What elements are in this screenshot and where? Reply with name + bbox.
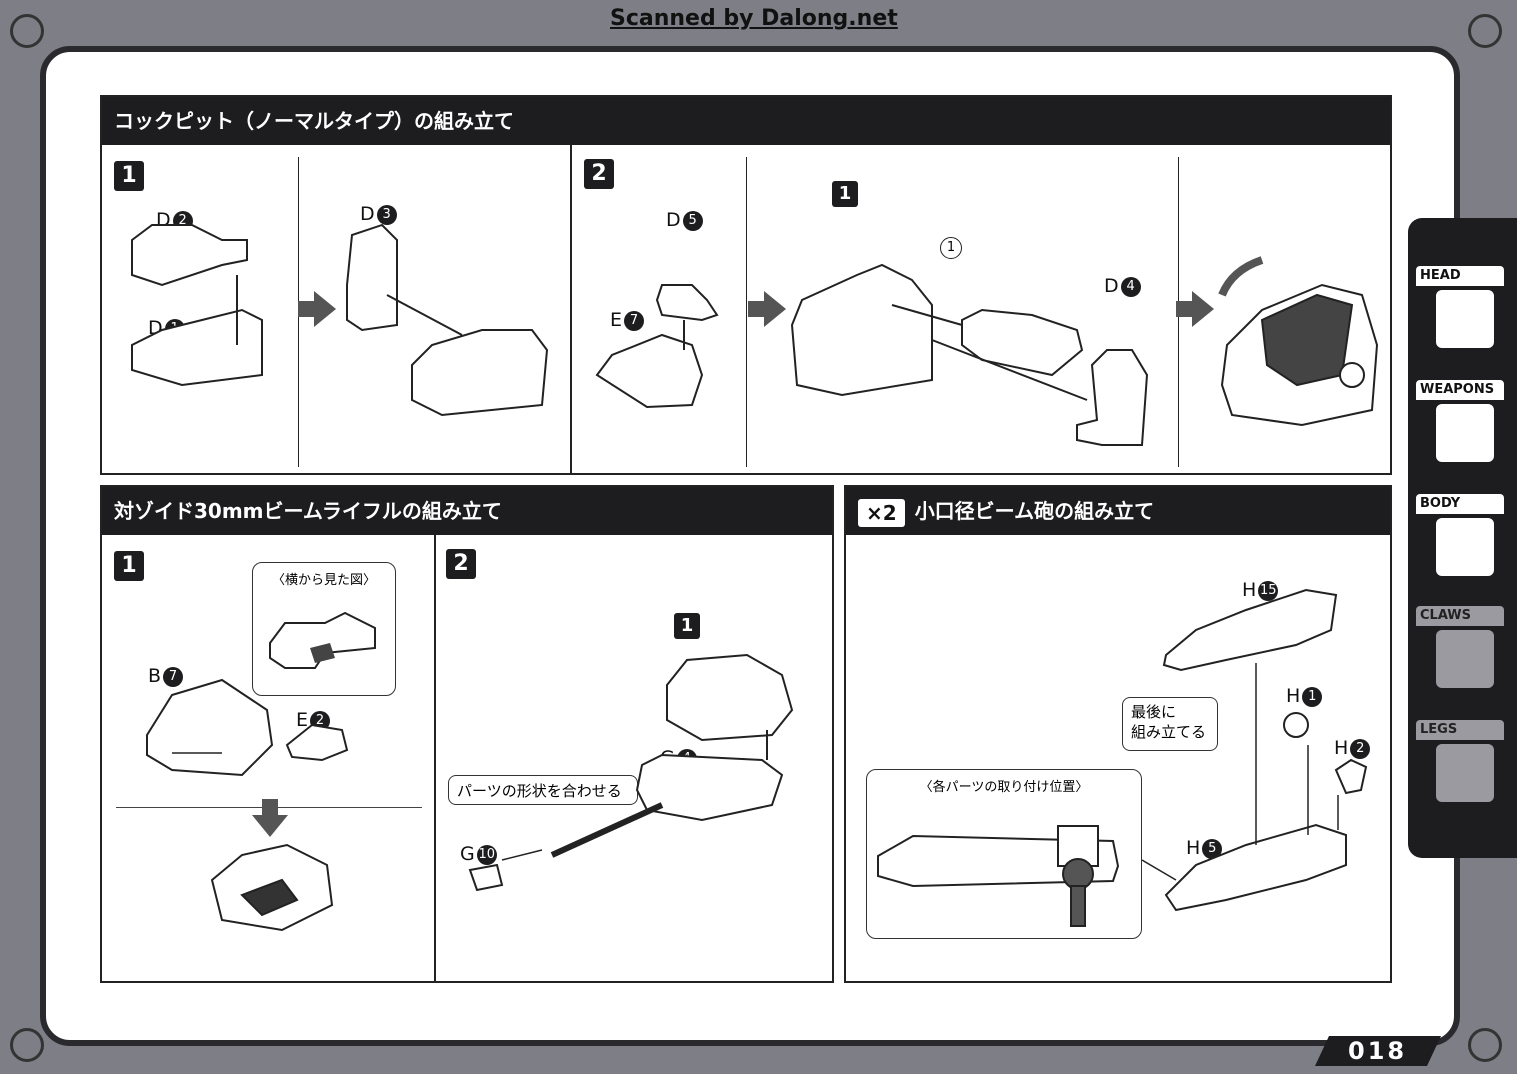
step-number: 1	[114, 551, 144, 581]
inset-title: 〈各パーツの取り付け位置〉	[919, 780, 1089, 795]
scanned-by-watermark: Scanned by Dalong.net	[610, 6, 898, 31]
step-number: 1	[114, 161, 144, 191]
attachment-position-inset: 〈各パーツの取り付け位置〉	[866, 769, 1142, 939]
tab-weapons[interactable]: WEAPONS	[1416, 380, 1506, 462]
divider	[746, 157, 747, 467]
next-arrow-icon	[1176, 291, 1214, 327]
side-view-drawing	[269, 611, 376, 669]
corner-bolt-icon	[1468, 14, 1502, 48]
tab-label: WEAPONS	[1416, 380, 1504, 400]
circled-number: 1	[940, 237, 962, 259]
next-arrow-icon	[748, 291, 786, 327]
sub-step-number: 1	[674, 613, 700, 639]
sub-step-number: 1	[832, 181, 858, 207]
divider	[570, 145, 572, 475]
legs-icon	[1436, 744, 1494, 802]
tab-label: LEGS	[1416, 720, 1504, 740]
assemble-last-callout: 最後に 組み立てる	[1122, 697, 1218, 751]
tab-label: CLAWS	[1416, 606, 1504, 626]
callout-line: 最後に	[1131, 703, 1177, 721]
tab-body[interactable]: BODY	[1416, 494, 1506, 576]
corner-bolt-icon	[1468, 1028, 1502, 1062]
tab-label: HEAD	[1416, 266, 1504, 286]
callout-line: 組み立てる	[1131, 723, 1207, 741]
claws-icon	[1436, 630, 1494, 688]
cannon-parts-drawing	[1141, 588, 1368, 912]
side-view-inset: 〈横から見た図〉	[252, 562, 396, 696]
rifle-parts-drawing	[146, 653, 794, 932]
tab-legs[interactable]: LEGS	[1416, 720, 1506, 802]
page-number: 018	[1315, 1036, 1441, 1066]
cockpit-parts-drawing	[131, 223, 1379, 446]
tab-head[interactable]: HEAD	[1416, 266, 1506, 348]
attachment-position-drawing	[877, 825, 1120, 927]
divider	[434, 535, 436, 983]
section-title: 対ゾイド30mmビームライフルの組み立て	[102, 487, 832, 535]
corner-bolt-icon	[10, 14, 44, 48]
tab-claws[interactable]: CLAWS	[1416, 606, 1506, 688]
down-arrow-icon	[252, 799, 288, 837]
tab-label: BODY	[1416, 494, 1504, 514]
corner-bolt-icon	[10, 1028, 44, 1062]
step-number: 2	[446, 549, 476, 579]
side-view-title: 〈横から見た図〉	[271, 573, 376, 588]
next-arrow-icon	[298, 291, 336, 327]
weapons-icon	[1436, 404, 1494, 462]
step-number: 2	[584, 159, 614, 189]
section-title: ×2 小口径ビーム砲の組み立て	[846, 487, 1390, 535]
section-title: コックピット（ノーマルタイプ）の組み立て	[102, 97, 1390, 145]
section-title-text: 小口径ビーム砲の組み立て	[914, 499, 1155, 523]
head-icon	[1436, 290, 1494, 348]
shape-match-callout: パーツの形状を合わせる	[448, 775, 638, 805]
body-icon	[1436, 518, 1494, 576]
multiplier-badge: ×2	[858, 498, 905, 527]
cockpit-section: コックピット（ノーマルタイプ）の組み立て 1 2 D2 D1 D3 D5 E7 …	[100, 95, 1392, 475]
